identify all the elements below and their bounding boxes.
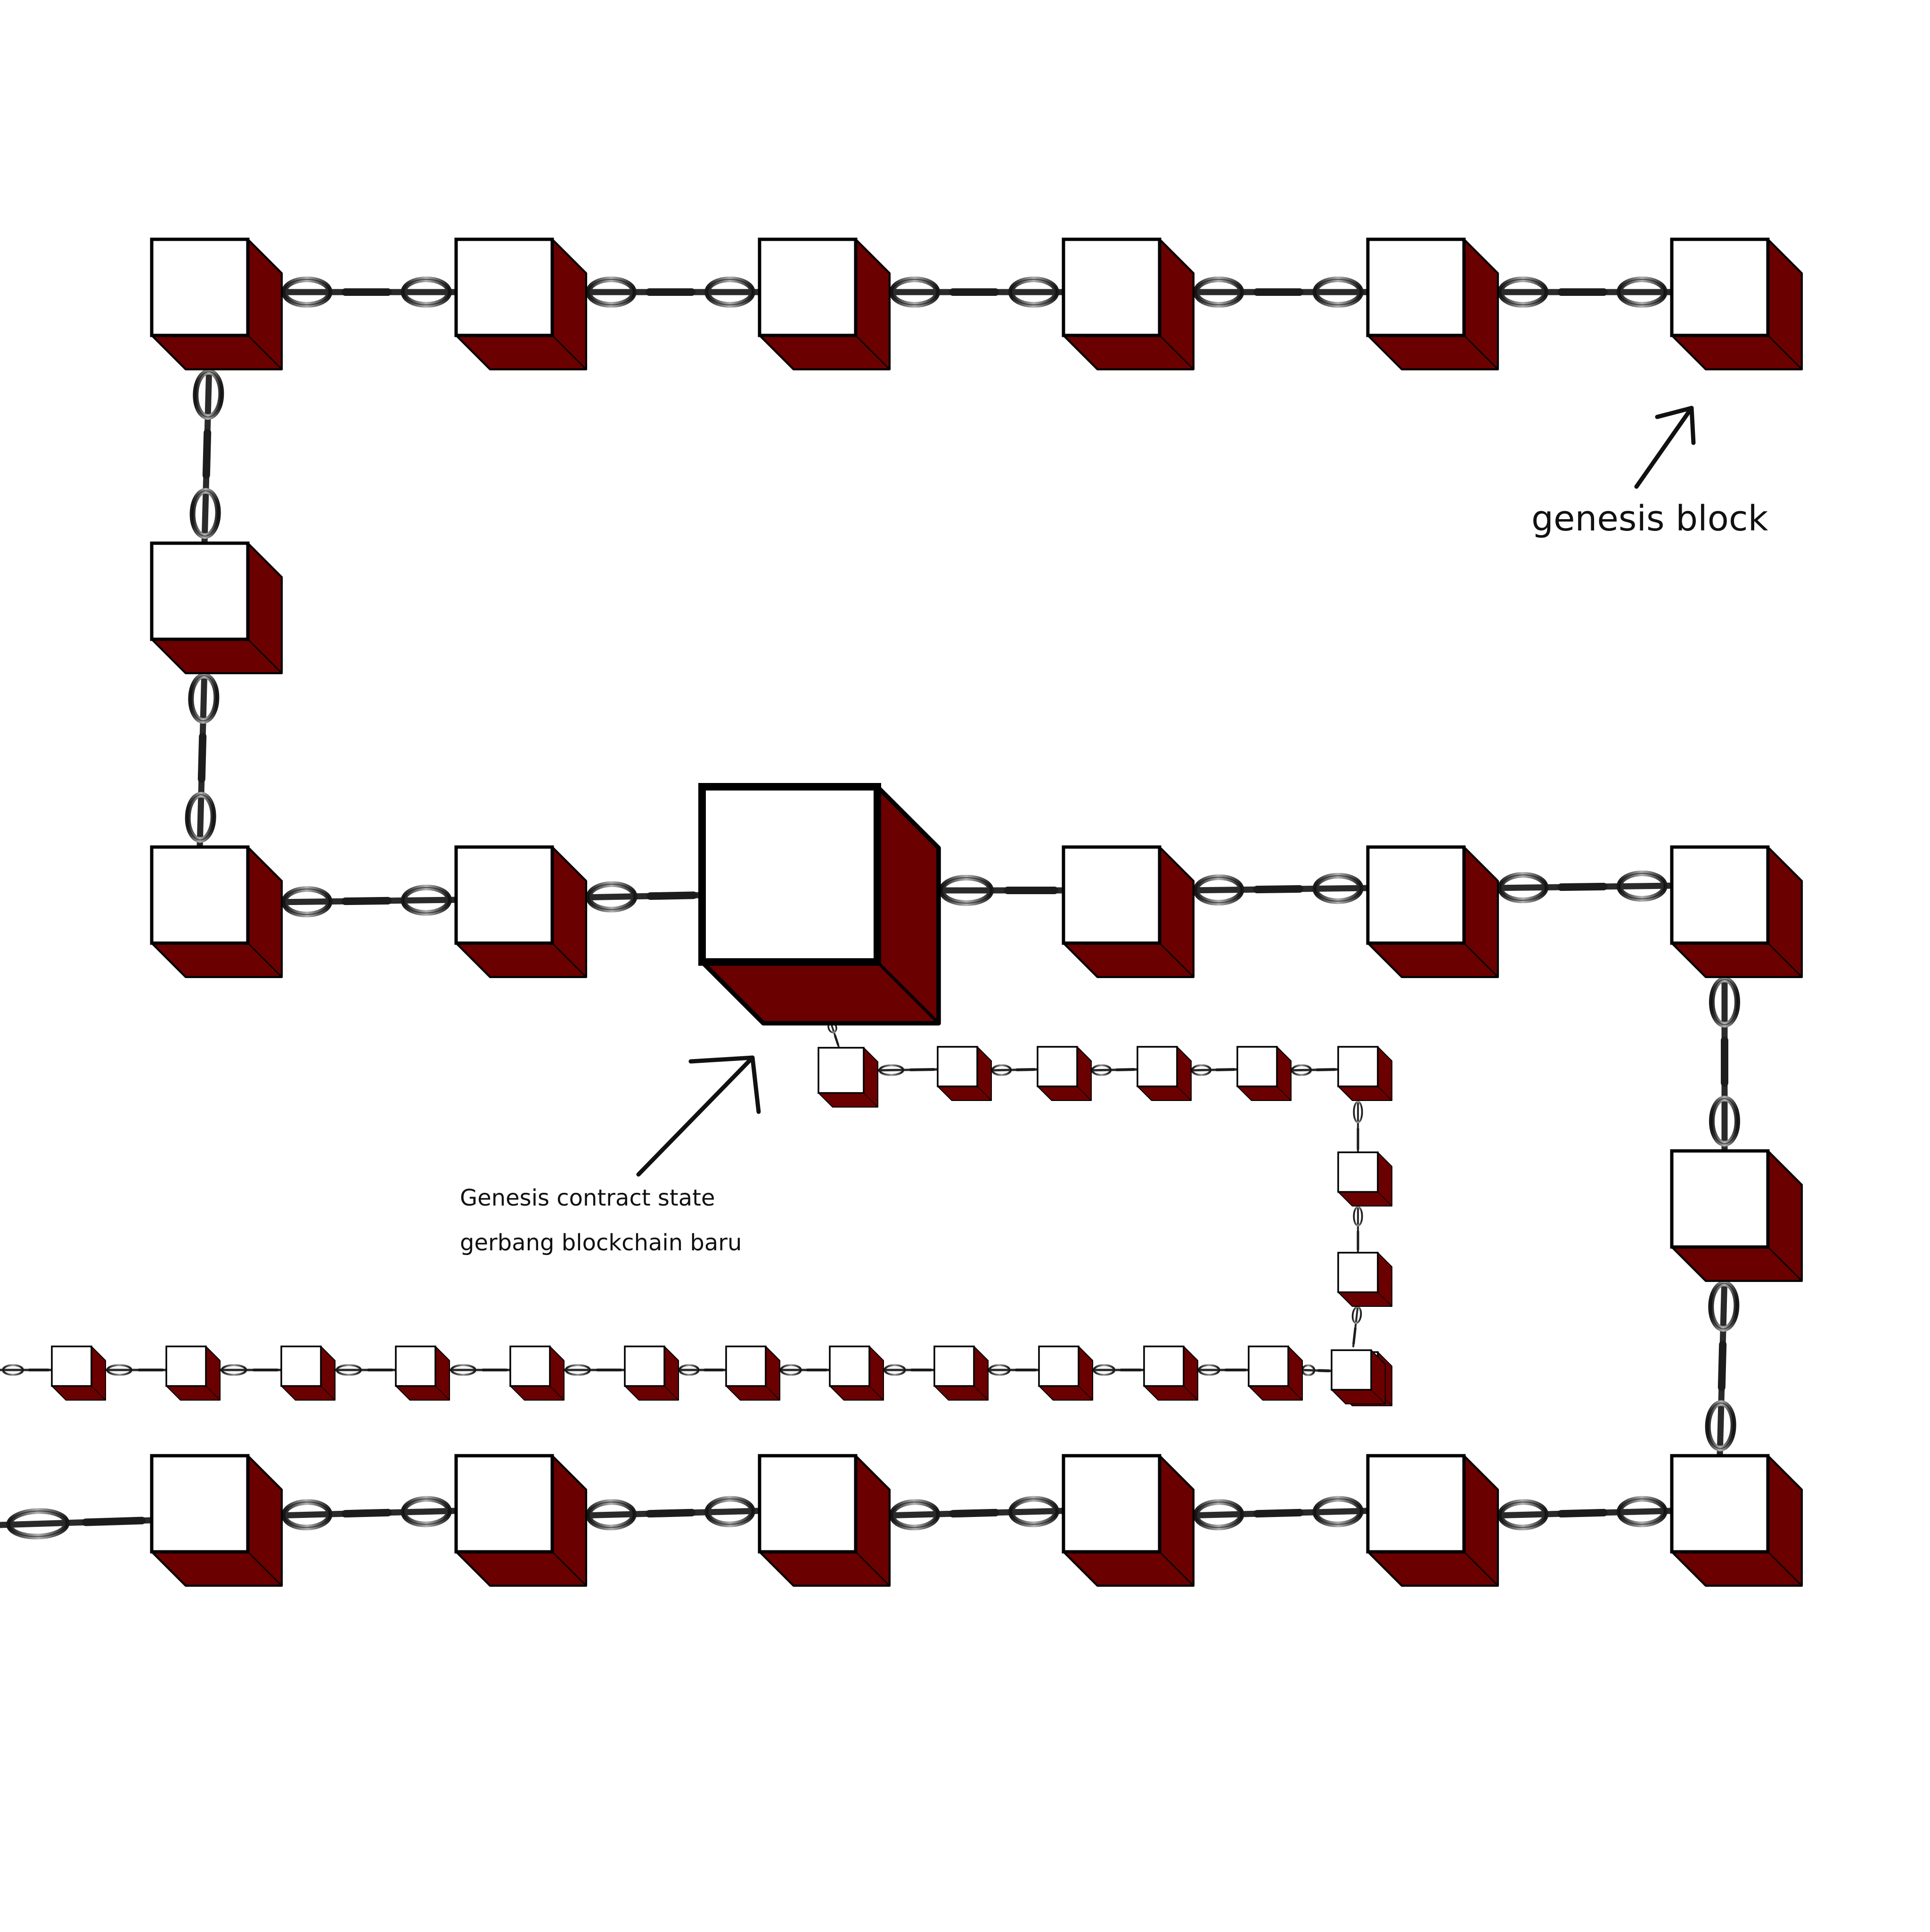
block-mid-1 [150,845,283,978]
chain-bottom-0 [0,1508,155,1540]
block-bottom-4 [1062,1454,1195,1587]
sub-block-top-2 [937,1046,992,1101]
chain-top-3 [882,277,1067,308]
chain-top-1 [274,277,459,308]
arrows-layer [636,406,1696,1177]
block-bottom-3 [758,1454,891,1587]
chain-right-lower [1705,1273,1740,1459]
blocks-layer [51,237,1803,1587]
chain-mid-3 [931,875,1067,906]
chain-bottom-4 [1186,1496,1371,1531]
sub-block-bottom-2 [165,1345,221,1401]
block-bottom-1 [150,1454,283,1587]
sub-block-bottom-3 [280,1345,336,1401]
sub-block-bottom-4 [395,1345,450,1401]
chain-sub-top-1 [875,1064,939,1076]
block-top-1 [150,237,283,371]
new-blockchain-gateway-label: gerbang blockchain baru [460,1230,742,1256]
chain-bottom-1 [274,1496,459,1531]
genesis-block-label: genesis block [1531,498,1768,539]
chains-layer [0,277,1740,1540]
chain-sub-vert-3 [1351,1303,1362,1348]
chain-sub-bottom-5 [561,1364,626,1376]
chain-mid-1 [274,884,459,918]
sub-block-corner [1331,1349,1386,1405]
sub-block-vert-2 [1337,1252,1393,1307]
block-top-2 [454,237,588,371]
genesis-contract-label: Genesis contract state [460,1185,715,1211]
block-bottom-2 [454,1454,588,1587]
chain-sub-bottom-10 [1089,1364,1145,1376]
chain-mid-4 [1186,872,1371,906]
chain-sub-bottom-0 [0,1364,53,1376]
sub-block-top-4 [1137,1046,1192,1101]
block-top-5 [1366,237,1499,371]
chain-sub-bottom-last [1299,1364,1333,1377]
chain-sub-top-2 [988,1064,1039,1076]
chain-bottom-3 [882,1496,1067,1531]
chain-sub-bottom-9 [985,1364,1040,1376]
block-bottom-5 [1366,1454,1499,1587]
chain-sub-top-5 [1288,1064,1340,1076]
block-mid-4 [1062,845,1195,978]
block-bottom-6 [1670,1454,1803,1587]
chain-top-4 [1186,277,1371,308]
chain-sub-bottom-7 [777,1364,831,1376]
genesis-block-arrow [1634,406,1696,489]
block-top-3 [758,237,891,371]
genesis-contract-arrow [636,1055,761,1177]
sub-block-top-1 [818,1047,879,1108]
sub-block-bottom-6 [624,1345,679,1401]
chain-sub-bottom-8 [880,1364,936,1376]
block-left-link [150,541,283,675]
sub-block-bottom-9 [933,1345,989,1401]
sub-block-vert-1 [1337,1151,1393,1207]
block-right-link [1670,1149,1803,1282]
sub-block-bottom-1 [51,1345,106,1401]
chain-mid-2 [578,881,705,913]
block-mid-6 [1670,845,1803,978]
chain-bottom-5 [1490,1496,1675,1531]
sub-block-bottom-5 [509,1345,565,1401]
sub-block-bottom-10 [1038,1345,1094,1401]
block-top-6 [1670,237,1803,371]
chain-sub-vert-2 [1353,1203,1363,1254]
sub-block-top-6 [1337,1046,1393,1101]
chain-top-2 [578,277,763,308]
chain-sub-vert-1 [1353,1097,1363,1154]
chain-sub-top-4 [1188,1064,1239,1076]
genesis-contract-block [698,783,941,1026]
chain-sub-bottom-6 [675,1364,728,1376]
sub-block-top-3 [1037,1046,1092,1101]
sub-block-bottom-11 [1143,1345,1199,1401]
chain-sub-top-3 [1088,1064,1139,1076]
sub-block-bottom-8 [829,1345,884,1401]
chain-sub-bottom-3 [332,1364,397,1376]
chain-sub-bottom-4 [446,1364,512,1376]
sub-block-top-5 [1236,1046,1292,1101]
chain-sub-bottom-11 [1194,1364,1250,1376]
chain-mid-5 [1490,870,1675,904]
block-top-4 [1062,237,1195,371]
chain-bottom-2 [578,1496,763,1531]
chain-sub-bottom-1 [102,1364,168,1376]
chain-sub-bottom-2 [217,1364,283,1376]
sub-block-bottom-7 [725,1345,781,1401]
sub-block-bottom-12 [1248,1345,1303,1401]
chain-top-5 [1490,277,1675,308]
chain-left-upper [189,361,224,546]
chain-left-lower [185,665,220,850]
block-mid-2 [454,845,588,978]
block-mid-5 [1366,845,1499,978]
chain-right-upper [1709,969,1740,1154]
